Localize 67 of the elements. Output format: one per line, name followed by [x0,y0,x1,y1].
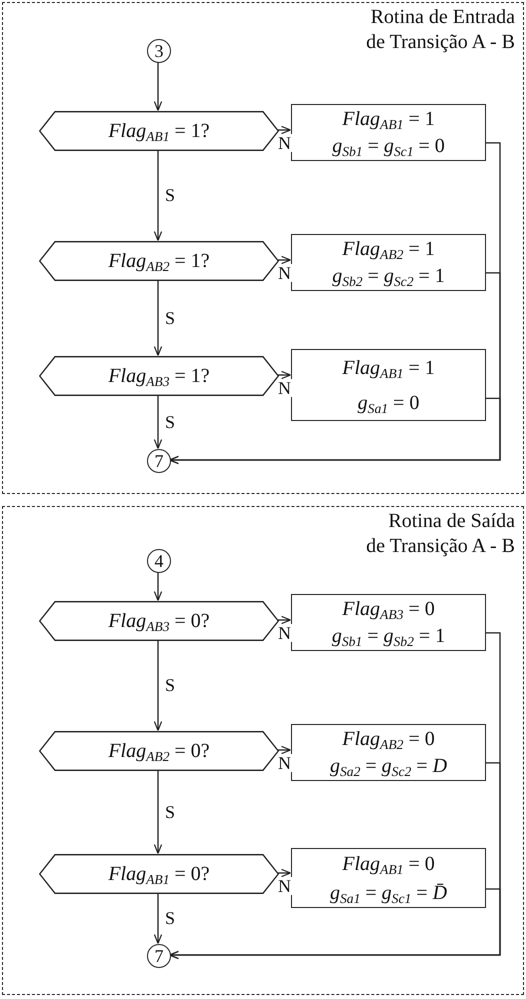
panel-heading: Rotina de Saída de Transição A - B [365,509,515,559]
arrow [168,398,501,464]
decision-hexagon [39,854,279,894]
panel-heading: Rotina de Entrada de Transição A - B [365,5,515,55]
arrow [278,126,292,134]
edge-label: N [277,877,292,895]
action-text: Flag$_{AB1}$ = 1 [342,358,435,378]
edge-label: N [277,754,292,772]
edge-label: S [164,676,176,694]
edge-label: N [277,379,292,397]
process-box [291,234,486,291]
connector-number: 7 [154,452,164,470]
action-text: g$_{Sa1}$ = g$_{Sc1}$ = D̄ [330,882,448,902]
action-text: g$_{Sb1}$ = g$_{Sb2}$ = 1 [332,626,446,646]
arrow [168,888,501,960]
connector-number: 4 [154,552,164,570]
decision-hexagon [39,601,279,641]
connector-circle [147,39,171,63]
edge-label: N [277,134,292,152]
condition-text: Flag$_{AB2}$ = 0? [108,741,210,761]
process-box [291,594,486,651]
arrow [154,150,162,242]
arrow [154,62,162,112]
edge-label: S [164,909,176,927]
action-text: g$_{Sa1}$ = 0 [358,392,420,412]
decision-hexagon [39,111,279,151]
arrow [278,616,292,624]
action-text: Flag$_{AB1}$ = 1 [342,108,435,129]
connector-circle [147,549,171,573]
arrow [154,770,162,854]
arrow [278,370,292,380]
connector-number: 7 [154,947,164,965]
action-text: g$_{Sa2}$ = g$_{Sc2}$ = D [330,756,448,776]
condition-text: Flag$_{AB3}$ = 1? [108,366,210,386]
action-text: Flag$_{AB3}$ = 0 [342,598,435,619]
arrow [154,280,162,356]
arrow [154,572,162,602]
action-text: Flag$_{AB2}$ = 0 [342,728,435,749]
process-box [291,349,486,421]
action-text: g$_{Sb2}$ = g$_{Sc2}$ = 1 [332,266,445,286]
arrow [154,640,162,732]
connector-number: 3 [154,42,164,60]
arrow [278,746,292,754]
edge-label: S [164,186,176,204]
arrow [278,256,292,264]
arrow [154,395,162,450]
process-box [291,848,486,908]
process-box [291,104,486,161]
edge-label: N [277,264,292,282]
action-text: Flag$_{AB2}$ = 1 [342,238,435,259]
edge-label: N [277,624,292,642]
decision-hexagon [39,241,279,281]
routine-panel [2,506,524,995]
condition-text: Flag$_{AB3}$ = 0? [108,611,210,631]
connector-circle [147,944,171,968]
routine-panel [2,2,524,494]
condition-text: Flag$_{AB1}$ = 1? [108,121,210,141]
arrow [154,893,162,944]
condition-text: Flag$_{AB1}$ = 0? [108,864,210,884]
process-box [291,724,486,781]
connector-circle [147,449,171,473]
decision-hexagon [39,356,279,396]
arrow [278,868,292,878]
action-text: g$_{Sb1}$ = g$_{Sc1}$ = 0 [332,136,445,156]
condition-text: Flag$_{AB2}$ = 1? [108,251,210,271]
decision-hexagon [39,731,279,771]
action-text: Flag$_{AB1}$ = 0 [342,854,435,874]
